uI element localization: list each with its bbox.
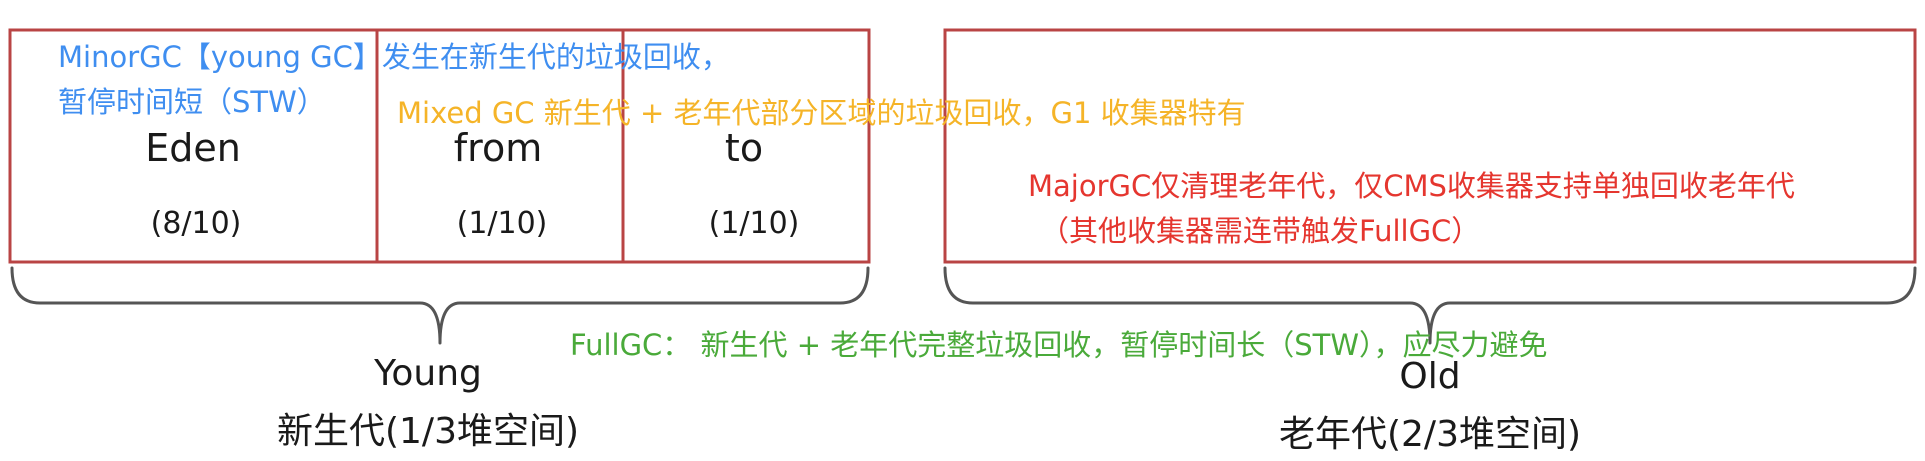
old-label: Old (1399, 356, 1460, 397)
mixed-gc-note: Mixed GC 新生代 + 老年代部分区域的垃圾回收，G1 收集器特有 (397, 96, 1246, 130)
to-box (621, 28, 871, 264)
eden-ratio: (8/10) (151, 206, 242, 241)
eden-name: Eden (145, 126, 241, 170)
young-brace (10, 266, 870, 345)
major-gc-note-line1: MajorGC仅清理老年代，仅CMS收集器支持单独回收老年代 (1028, 169, 1795, 203)
full-gc-note: FullGC： 新生代 + 老年代完整垃圾回收，暂停时间长（STW），应尽力避免 (570, 328, 1548, 362)
major-gc-note-line2: （其他收集器需连带触发FullGC） (1040, 214, 1480, 248)
from-name: from (454, 126, 542, 170)
old-size-label: 老年代(2/3堆空间) (1279, 414, 1581, 455)
minor-gc-note-line2: 暂停时间短（STW） (58, 85, 326, 119)
young-label: Young (373, 353, 482, 394)
to-ratio: (1/10) (709, 206, 800, 241)
from-ratio: (1/10) (457, 206, 548, 241)
minor-gc-note-line1: MinorGC【young GC】发生在新生代的垃圾回收， (58, 40, 730, 74)
to-name: to (725, 126, 763, 170)
old-brace (943, 266, 1917, 345)
young-size-label: 新生代(1/3堆空间) (277, 411, 579, 452)
old-box (943, 28, 1917, 264)
